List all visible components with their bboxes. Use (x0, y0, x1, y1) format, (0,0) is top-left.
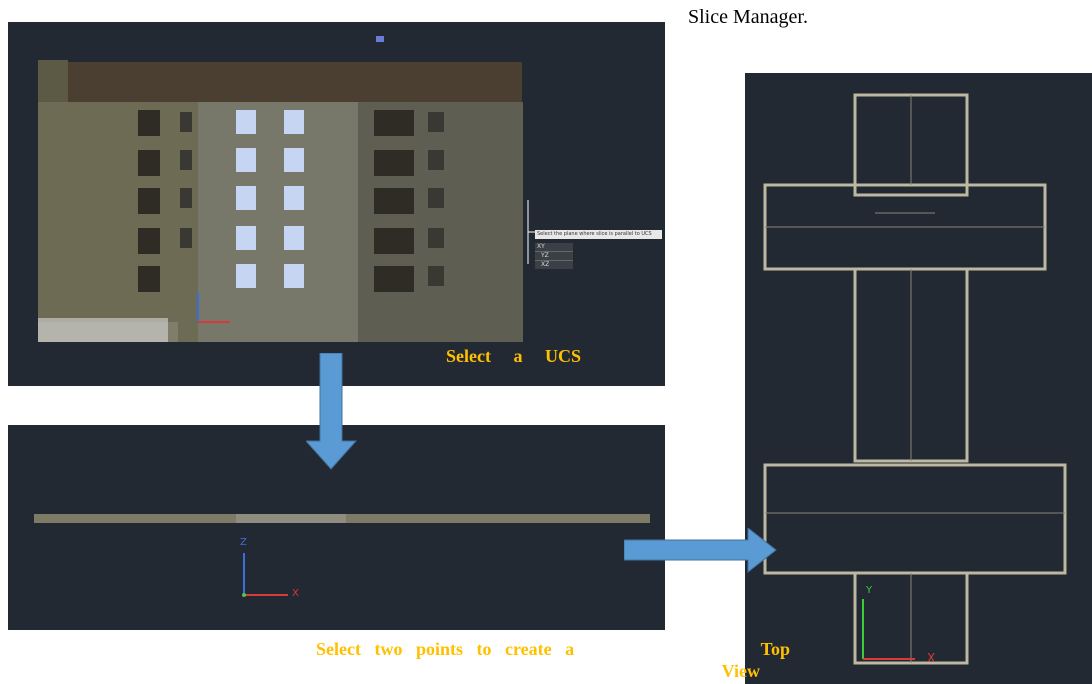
right-arrow-icon (624, 528, 777, 574)
plane-option-xy[interactable]: XY (535, 243, 573, 252)
plane-option-yz[interactable]: YZ (535, 252, 573, 261)
facade-viewport[interactable]: Select the plane where slice is parallel… (8, 22, 665, 386)
facade-point-cloud (38, 36, 568, 342)
floor-plan-point-cloud (763, 93, 1067, 665)
top-x-axis-label: X (927, 651, 936, 665)
plane-option-xz[interactable]: XZ (541, 261, 550, 268)
select-ucs-caption: Select a UCS plane (446, 346, 581, 366)
y-axis-label: Y (866, 585, 873, 596)
slice-manager-heading: Slice Manager. (688, 6, 808, 28)
z-axis-label: Z (240, 537, 247, 548)
top-view-viewport[interactable]: Y X (745, 73, 1092, 684)
down-arrow-icon (306, 353, 358, 470)
plane-options-menu[interactable]: XY YZ XZ (535, 243, 573, 269)
slice-point-cloud (34, 514, 650, 597)
select-two-points-caption: Select two points to create a slice (316, 639, 575, 659)
top-view-caption: Top View (721, 639, 790, 681)
slice-plane-prompt: Select the plane where slice is parallel… (535, 230, 662, 239)
x-axis-label: X (292, 588, 299, 599)
